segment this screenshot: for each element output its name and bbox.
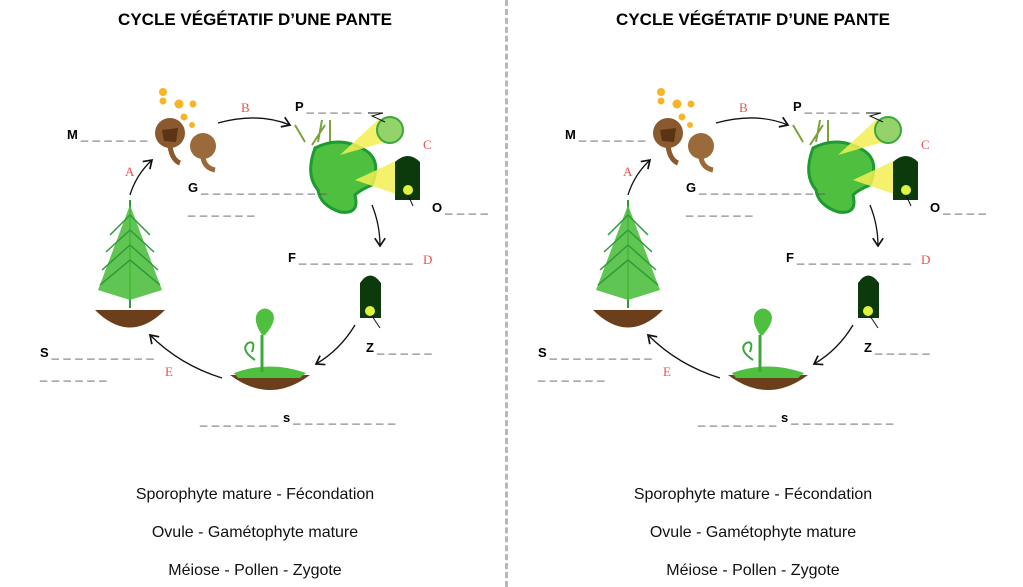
label-s-upper: S_ _ _ _ _ _ _ _ _ <box>40 345 155 360</box>
spores-icon <box>159 88 197 128</box>
cut-line-divider <box>505 0 508 587</box>
step-d: D <box>423 252 433 267</box>
blank-o[interactable]: _ _ _ _ <box>445 200 489 215</box>
life-cycle-diagram <box>95 88 420 390</box>
sporangia-icon <box>653 118 714 173</box>
arrow-d-e <box>812 324 854 366</box>
blank-before-s[interactable]: _ _ _ _ _ _ _ <box>200 412 279 427</box>
young-sporophyte-icon <box>728 308 808 390</box>
blank-f[interactable]: _ _ _ _ _ _ _ _ _ _ <box>298 250 414 265</box>
label-m: M_ _ _ _ _ _ <box>565 127 646 142</box>
blank-s-lower[interactable]: _ _ _ _ _ _ _ _ _ <box>791 410 894 425</box>
blank-s-upper[interactable]: _ _ _ _ _ _ _ _ _ <box>51 345 155 360</box>
worksheet-title: CYCLE VÉGÉTATIF D’UNE PANTE <box>118 10 392 29</box>
label-s-upper: S_ _ _ _ _ _ _ _ _ <box>538 345 653 360</box>
blank-g[interactable]: _ _ _ _ _ _ _ _ _ _ _ <box>699 180 826 195</box>
label-f: F_ _ _ _ _ _ _ _ _ _ <box>288 250 414 265</box>
life-cycle-diagram <box>593 88 918 390</box>
label-z: Z_ _ _ _ _ <box>366 340 433 355</box>
mature-sporophyte-icon <box>593 200 663 328</box>
step-c: C <box>921 137 930 152</box>
blank-s-upper[interactable]: _ _ _ _ _ _ _ _ _ <box>549 345 653 360</box>
blank-s-upper-line2[interactable]: _ _ _ _ _ _ <box>40 367 107 382</box>
label-p: P_ _ _ _ _ <box>793 99 860 114</box>
label-g: G_ _ _ _ _ _ _ _ _ _ _ <box>188 180 328 195</box>
worksheet-panel-left: CYCLE VÉGÉTATIF D’UNE PANTE <box>0 0 505 587</box>
blank-f[interactable]: _ _ _ _ _ _ _ _ _ _ <box>796 250 912 265</box>
young-sporophyte-icon <box>230 308 310 390</box>
arrow-c-d <box>371 204 386 248</box>
zygote-icon <box>360 275 381 329</box>
step-a: A <box>125 164 135 179</box>
gametophyte-icon <box>792 112 918 214</box>
arrow-e <box>148 333 223 379</box>
label-o: O_ _ _ _ <box>930 200 987 215</box>
step-b: B <box>739 100 748 115</box>
arrow-a <box>627 158 652 196</box>
label-g: G_ _ _ _ _ _ _ _ _ _ _ <box>686 180 826 195</box>
worksheet-panel-right: CYCLE VÉGÉTATIF D’UNE PANTE <box>498 0 1003 587</box>
label-f: F_ _ _ _ _ _ _ _ _ _ <box>786 250 912 265</box>
blank-g-line2[interactable]: _ _ _ _ _ _ <box>686 202 753 217</box>
mature-sporophyte-icon <box>95 200 165 328</box>
blank-m[interactable]: _ _ _ _ _ _ <box>80 127 148 142</box>
arrow-a <box>129 158 154 196</box>
blank-g[interactable]: _ _ _ _ _ _ _ _ _ _ _ <box>201 180 328 195</box>
label-o: O_ _ _ _ <box>432 200 489 215</box>
worksheet-title: CYCLE VÉGÉTATIF D’UNE PANTE <box>616 10 890 29</box>
blank-p[interactable]: _ _ _ _ _ <box>306 99 362 114</box>
arrow-c-d <box>869 204 884 248</box>
blank-g-line2[interactable]: _ _ _ _ _ _ <box>188 202 255 217</box>
word-bank-line-2: Ovule - Gamétophyte mature <box>151 524 359 541</box>
zygote-icon <box>858 275 879 329</box>
blank-z[interactable]: _ _ _ _ _ <box>874 340 931 355</box>
blank-p[interactable]: _ _ _ _ _ <box>804 99 860 114</box>
label-m: M_ _ _ _ _ _ <box>67 127 148 142</box>
blank-s-lower[interactable]: _ _ _ _ _ _ _ _ _ <box>293 410 396 425</box>
label-s-lower: s_ _ _ _ _ _ _ _ _ <box>781 410 894 425</box>
arrow-d-e <box>314 324 356 366</box>
label-p: P_ _ _ _ _ <box>295 99 362 114</box>
label-s-lower: s_ _ _ _ _ _ _ _ _ <box>283 410 396 425</box>
arrow-e <box>646 333 721 379</box>
blank-z[interactable]: _ _ _ _ _ <box>376 340 433 355</box>
blank-s-upper-line2[interactable]: _ _ _ _ _ _ <box>538 367 605 382</box>
word-bank-line-2: Ovule - Gamétophyte mature <box>649 524 857 541</box>
step-e: E <box>165 364 173 379</box>
label-z: Z_ _ _ _ _ <box>864 340 931 355</box>
word-bank-line-1: Sporophyte mature - Fécondation <box>135 486 375 503</box>
step-e: E <box>663 364 671 379</box>
arrow-b <box>715 116 790 128</box>
word-bank-line-3: Méiose - Pollen - Zygote <box>666 562 840 579</box>
gametophyte-icon <box>294 112 420 214</box>
step-d: D <box>921 252 931 267</box>
sporangia-icon <box>155 118 216 173</box>
spores-icon <box>657 88 695 128</box>
arrow-b <box>217 116 292 128</box>
step-b: B <box>241 100 250 115</box>
word-bank-line-1: Sporophyte mature - Fécondation <box>633 486 873 503</box>
blank-before-s[interactable]: _ _ _ _ _ _ _ <box>698 412 777 427</box>
step-a: A <box>623 164 633 179</box>
blank-m[interactable]: _ _ _ _ _ _ <box>578 127 646 142</box>
blank-o[interactable]: _ _ _ _ <box>943 200 987 215</box>
word-bank-line-3: Méiose - Pollen - Zygote <box>168 562 342 579</box>
step-c: C <box>423 137 432 152</box>
